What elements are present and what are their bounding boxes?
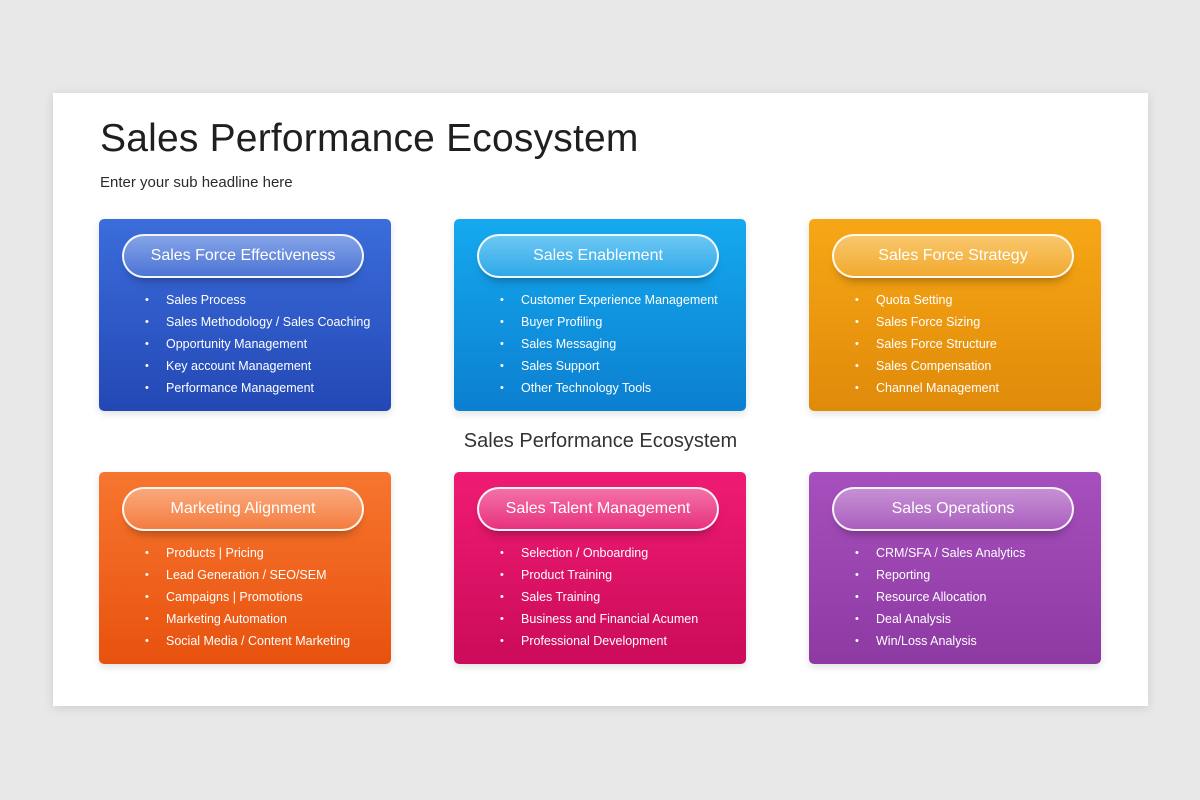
card-title: Sales Force Effectiveness [122,234,364,278]
list-item: Win/Loss Analysis [845,630,1025,652]
list-item: Other Technology Tools [490,377,718,399]
list-item: Product Training [490,564,698,586]
list-item: Social Media / Content Marketing [135,630,350,652]
list-item: Sales Compensation [845,355,999,377]
center-label: Sales Performance Ecosystem [463,430,738,452]
list-item: Deal Analysis [845,608,1025,630]
card-title: Sales Force Strategy [832,234,1074,278]
list-item: Lead Generation / SEO/SEM [135,564,350,586]
page-title: Sales Performance Ecosystem [100,117,639,160]
card-marketing-alignment: Marketing Alignment Products | Pricing L… [99,472,391,664]
list-item: Professional Development [490,630,698,652]
list-item: Performance Management [135,377,370,399]
list-item: Key account Management [135,355,370,377]
list-item: Business and Financial Acumen [490,608,698,630]
list-item: Products | Pricing [135,542,350,564]
slide: Sales Performance Ecosystem Enter your s… [53,93,1148,706]
list-item: CRM/SFA / Sales Analytics [845,542,1025,564]
card-sales-force-strategy: Sales Force Strategy Quota Setting Sales… [809,219,1101,411]
card-title: Marketing Alignment [122,487,364,531]
card-list: Sales Process Sales Methodology / Sales … [135,289,370,399]
list-item: Sales Process [135,289,370,311]
list-item: Sales Support [490,355,718,377]
card-sales-force-effectiveness: Sales Force Effectiveness Sales Process … [99,219,391,411]
list-item: Campaigns | Promotions [135,586,350,608]
list-item: Reporting [845,564,1025,586]
list-item: Sales Force Structure [845,333,999,355]
card-title: Sales Enablement [477,234,719,278]
list-item: Buyer Profiling [490,311,718,333]
list-item: Sales Force Sizing [845,311,999,333]
list-item: Opportunity Management [135,333,370,355]
card-sales-operations: Sales Operations CRM/SFA / Sales Analyti… [809,472,1101,664]
card-list: Quota Setting Sales Force Sizing Sales F… [845,289,999,399]
card-sales-enablement: Sales Enablement Customer Experience Man… [454,219,746,411]
card-list: Selection / Onboarding Product Training … [490,542,698,652]
card-list: Customer Experience Management Buyer Pro… [490,289,718,399]
list-item: Sales Messaging [490,333,718,355]
card-list: Products | Pricing Lead Generation / SEO… [135,542,350,652]
list-item: Channel Management [845,377,999,399]
list-item: Sales Methodology / Sales Coaching [135,311,370,333]
list-item: Resource Allocation [845,586,1025,608]
list-item: Marketing Automation [135,608,350,630]
list-item: Quota Setting [845,289,999,311]
card-title: Sales Operations [832,487,1074,531]
card-list: CRM/SFA / Sales Analytics Reporting Reso… [845,542,1025,652]
card-sales-talent-management: Sales Talent Management Selection / Onbo… [454,472,746,664]
list-item: Selection / Onboarding [490,542,698,564]
card-title: Sales Talent Management [477,487,719,531]
page-subtitle: Enter your sub headline here [100,174,293,191]
list-item: Sales Training [490,586,698,608]
list-item: Customer Experience Management [490,289,718,311]
